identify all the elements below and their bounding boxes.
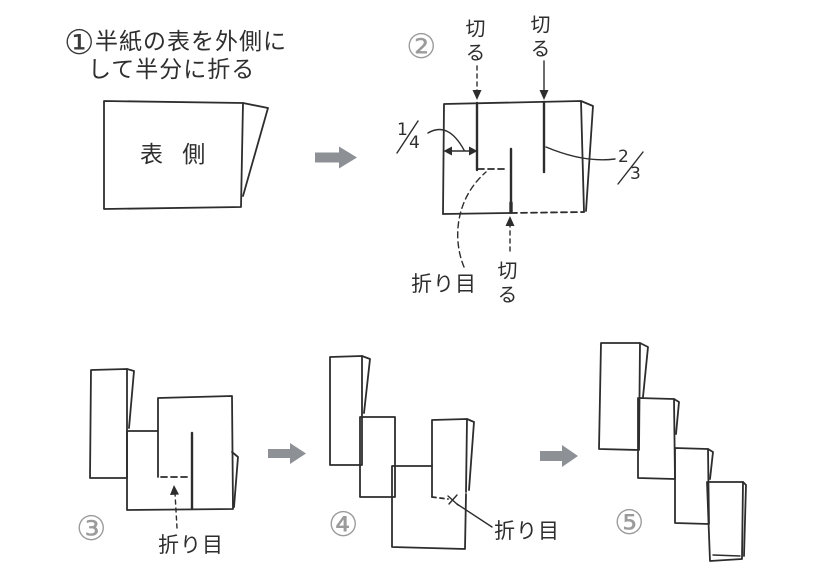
step-5-back-flap: [707, 448, 714, 480]
step-3-paper-diagram: [89, 368, 239, 529]
fold-x-mark: [447, 494, 459, 506]
arrow-up-icon: [170, 485, 179, 529]
fold-leader-curve: [457, 171, 487, 268]
arrow-right-icon: [540, 445, 578, 467]
step-5-back-flap: [742, 481, 747, 557]
step-4-back-flap: [361, 355, 371, 414]
quarter-width-double-arrow: [443, 146, 478, 156]
two-thirds-leader-curve: [545, 146, 616, 161]
step-1-paper-front-label: 表 側: [140, 142, 208, 168]
step-3-back-flap: [126, 368, 135, 429]
step-1-instruction-line1: 半紙の表を外側に: [95, 29, 287, 55]
two-thirds-fraction-numerator: 2: [618, 147, 629, 167]
quarter-fraction-denominator: 4: [409, 133, 420, 153]
fraction-slash: [617, 151, 644, 185]
step-3-badge: ③: [76, 509, 107, 549]
fold-leader-line: [456, 503, 493, 528]
arrow-right-icon: [268, 443, 306, 464]
step-2-back-flap: [580, 100, 594, 212]
step-4-fold-label: 折り目: [494, 519, 560, 543]
step-5-badge: ⑤: [614, 503, 645, 543]
quarter-fraction-numerator: 1: [397, 120, 408, 140]
step-4-badge: ④: [328, 505, 359, 545]
quarter-leader-curve: [427, 128, 465, 151]
step-4-fold-line: [431, 496, 449, 500]
step-3-fold-label: 折り目: [158, 533, 224, 557]
step-1-paper-diagram: [103, 100, 269, 210]
step-2-paper-diagram: [396, 60, 644, 268]
step-4-back-flap-right: [466, 418, 475, 491]
step-5-back-flap: [673, 398, 680, 435]
arrow-down-icon: [539, 60, 549, 100]
step-2-cut-label-bottom: 切る: [494, 260, 518, 308]
step-4-paper-diagram: [329, 355, 493, 550]
arrow-up-icon: [505, 216, 515, 252]
step-2-cut-label-top-right: 切る: [527, 14, 551, 62]
step-1-instruction-line2: して半分に折る: [88, 57, 256, 83]
arrow-right-icon: [315, 146, 357, 169]
step-2-cut-label-top-left: 切る: [462, 18, 486, 66]
step-5-paper-diagram: [598, 342, 747, 562]
step-5-back-flap: [639, 342, 649, 398]
fraction-slash: [396, 120, 419, 154]
step-1-badge: ①: [64, 23, 95, 63]
step-5-bottom-layer-edge: [712, 554, 741, 557]
arrow-down-icon: [472, 65, 482, 100]
step-2-fold-label: 折り目: [411, 272, 477, 296]
step-2-badge: ②: [406, 27, 437, 67]
step-1-back-flap: [242, 102, 269, 197]
two-thirds-fraction-denominator: 3: [630, 164, 641, 184]
step-3-back-flap-right: [231, 451, 239, 508]
